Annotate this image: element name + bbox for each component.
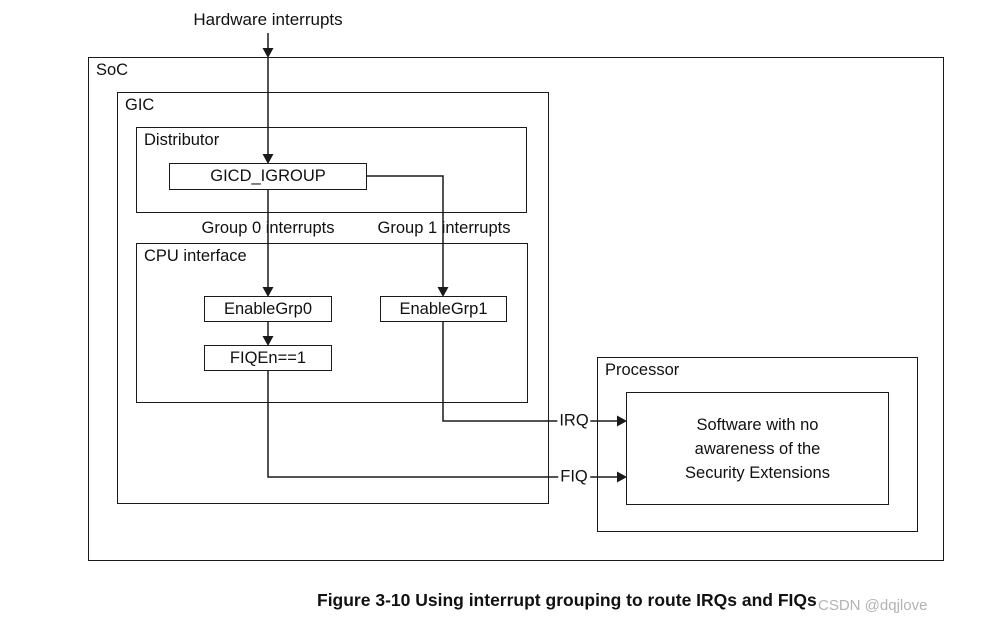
soc-label: SoC — [96, 61, 129, 79]
gic-box: GIC — [117, 92, 549, 504]
software-node: Software with no awareness of the Securi… — [626, 392, 889, 505]
fiq-label: FIQ — [558, 467, 590, 487]
enable-grp1-label: EnableGrp1 — [399, 299, 488, 318]
cpu-interface-box: CPU interface — [136, 243, 528, 403]
figure-caption: Figure 3-10 Using interrupt grouping to … — [317, 590, 817, 610]
software-label: Software with no awareness of the Securi… — [685, 415, 830, 482]
watermark-text: CSDN @dqjlove — [818, 597, 928, 614]
gicd-igroup-node: GICD_IGROUP — [169, 163, 367, 190]
gicd-igroup-label: GICD_IGROUP — [210, 167, 326, 185]
gic-label: GIC — [125, 96, 155, 114]
group0-interrupts-label: Group 0 interrupts — [201, 219, 335, 237]
cpu-interface-label: CPU interface — [144, 247, 247, 265]
hardware-interrupts-label: Hardware interrupts — [193, 10, 343, 29]
enable-grp0-label: EnableGrp0 — [223, 299, 313, 318]
distributor-label: Distributor — [144, 131, 220, 149]
soc-box: SoC — [88, 57, 944, 561]
processor-label: Processor — [605, 361, 680, 379]
irq-label: IRQ — [557, 411, 591, 431]
group1-interrupts-label: Group 1 interrupts — [377, 219, 511, 237]
distributor-box: Distributor — [136, 127, 527, 213]
fiqen-node: FIQEn==1 — [204, 345, 332, 371]
enable-grp1-node: EnableGrp1 — [380, 296, 507, 322]
enable-grp0-node: EnableGrp0 — [204, 296, 332, 322]
fiqen-label: FIQEn==1 — [229, 348, 307, 367]
